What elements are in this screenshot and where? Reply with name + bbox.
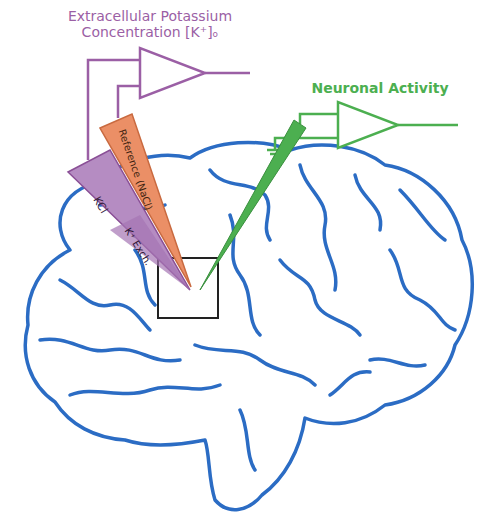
reference-electrode bbox=[100, 114, 191, 287]
recording-electrode bbox=[200, 120, 306, 290]
signal-title: Neuronal Activity bbox=[311, 80, 448, 96]
brain-outline bbox=[25, 142, 472, 509]
signal-title: Extracellular Potassium Concentration [K… bbox=[55, 8, 245, 40]
